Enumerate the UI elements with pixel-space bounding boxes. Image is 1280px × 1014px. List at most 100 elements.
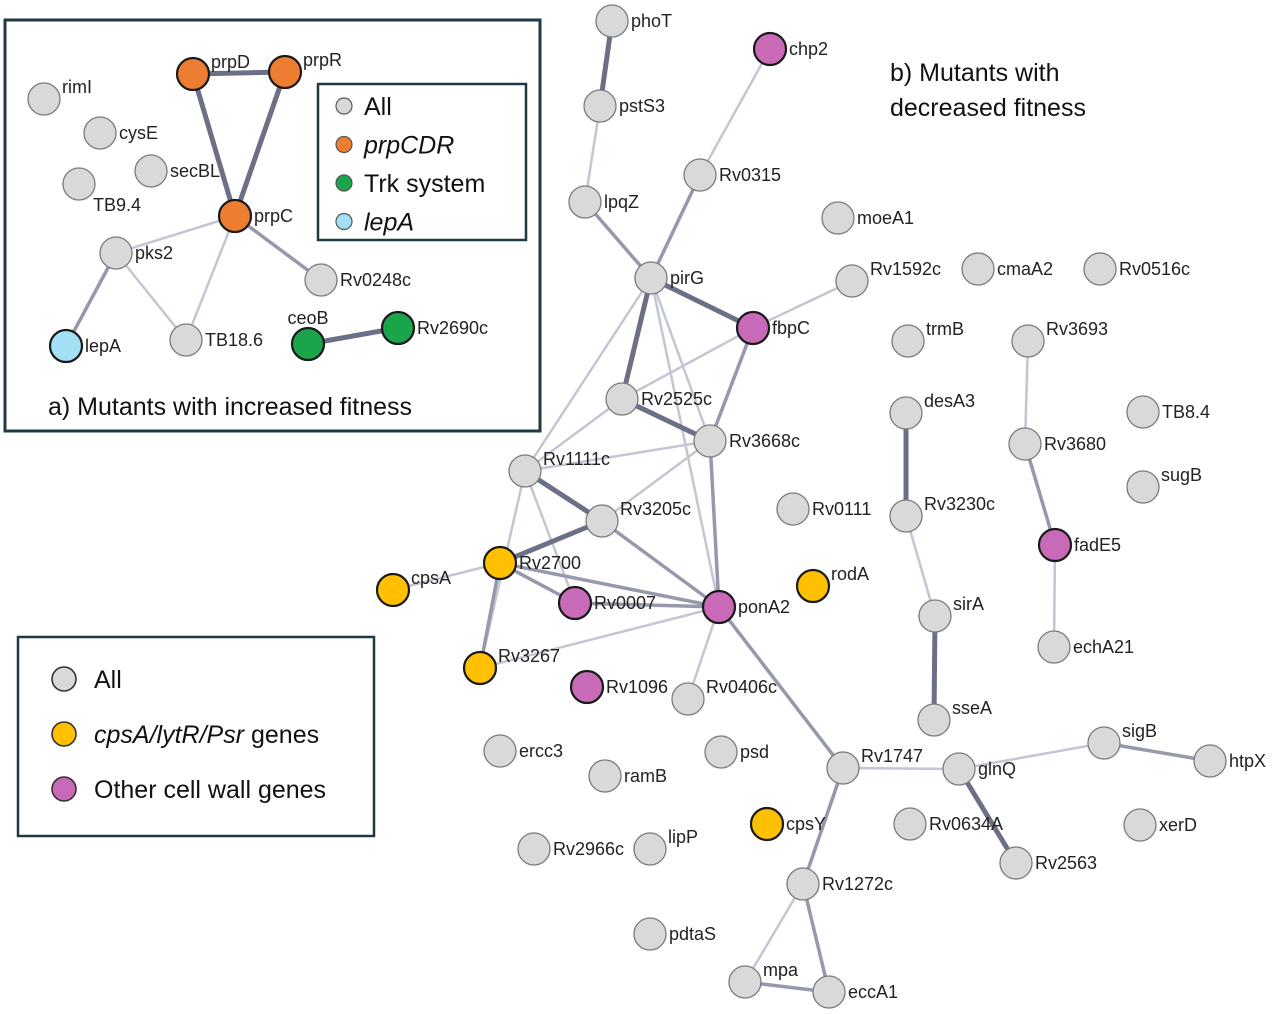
b-node-chp2: chp2 [752, 31, 828, 67]
a-node-circle-prpR [267, 54, 303, 90]
b-edge-Rv1747-Rv1272c [801, 766, 845, 886]
a-node-circle-secBL [134, 154, 168, 188]
b-node-circle-Rv3267 [462, 650, 498, 686]
b-edge-Rv1111c-Rv0007 [523, 469, 577, 605]
b-node-TB8.4: TB8.4 [1126, 395, 1210, 429]
b-edge-fbpC-Rv3668c [708, 326, 755, 443]
a-node-secBL: secBL [134, 154, 220, 188]
a-edge-pks2-lepA [64, 251, 118, 348]
b-node-label-Rv3693: Rv3693 [1046, 319, 1108, 339]
b-edge-glnQ-sigB [957, 741, 1106, 771]
legend-b-swatch-1 [51, 721, 77, 747]
a-node-label-TB18.6: TB18.6 [205, 330, 263, 350]
a-node-prpD: prpD [175, 52, 250, 92]
legend-a-label-0: All [364, 93, 392, 121]
legend-a-label-3: lepA [364, 209, 414, 237]
b-node-label-htpX: htpX [1229, 751, 1266, 771]
a-node-label-cysE: cysE [119, 123, 158, 143]
b-node-circle-Rv1592c [835, 264, 869, 298]
b-node-label-fbpC: fbpC [772, 318, 810, 338]
a-node-prpR: prpR [267, 50, 342, 90]
a-node-label-secBL: secBL [170, 161, 220, 181]
b-node-circle-Rv0111 [776, 492, 810, 526]
b-node-circle-lipP [633, 832, 667, 866]
a-node-circle-prpC [217, 198, 253, 234]
b-edge-lpqZ-pirG [583, 200, 653, 280]
b-node-label-mpa: mpa [763, 960, 799, 980]
b-node-Rv0634A: Rv0634A [893, 807, 1003, 841]
a-node-circle-pks2 [99, 236, 133, 270]
b-node-pstS3: pstS3 [583, 89, 665, 123]
b-node-rodA: rodA [795, 564, 869, 604]
b-node-label-eccA1: eccA1 [848, 982, 898, 1002]
b-node-circle-Rv3205c [585, 504, 619, 538]
b-node-Rv1096: Rv1096 [569, 669, 668, 705]
b-node-Rv0007: Rv0007 [557, 585, 656, 621]
legend-b-label-0: All [94, 666, 122, 694]
b-node-Rv2700: Rv2700 [482, 545, 581, 581]
b-node-circle-desA3 [889, 396, 923, 430]
panel-a-frame [3, 18, 542, 433]
b-node-label-ramB: ramB [624, 766, 667, 786]
b-node-label-Rv2525c: Rv2525c [641, 389, 712, 409]
b-edge-Rv3668c-ponA2 [708, 439, 721, 609]
b-node-label-Rv3668c: Rv3668c [729, 431, 800, 451]
b-node-circle-Rv0315 [683, 158, 717, 192]
b-edge-Rv3205c-ponA2 [600, 519, 721, 609]
b-edge-chp2-Rv0315 [698, 47, 772, 177]
b-node-label-xerD: xerD [1159, 815, 1197, 835]
b-node-Rv1592c: Rv1592c [835, 259, 941, 298]
b-node-circle-ramB [588, 759, 622, 793]
a-node-Rv2690c: Rv2690c [380, 310, 488, 346]
b-node-sigB: sigB [1087, 721, 1157, 760]
b-node-label-lpqZ: lpqZ [604, 192, 639, 212]
b-node-htpX: htpX [1193, 744, 1266, 778]
b-node-circle-Rv1747 [826, 751, 860, 785]
b-node-label-rodA: rodA [831, 564, 869, 584]
b-node-Rv2966c: Rv2966c [517, 832, 624, 866]
b-edge-pirG-fbpC [648, 275, 756, 331]
b-node-circle-Rv2525c [605, 382, 639, 416]
a-node-label-rimI: rimI [62, 77, 92, 97]
legend-a-swatch-0 [335, 97, 353, 115]
b-node-glnQ: glnQ [942, 752, 1016, 786]
b-edge-Rv1747-glnQ [841, 766, 961, 771]
b-node-Rv0516c: Rv0516c [1083, 252, 1190, 286]
b-node-circle-Rv0634A [893, 807, 927, 841]
b-node-circle-Rv2563 [999, 846, 1033, 880]
b-node-fbpC: fbpC [735, 310, 810, 346]
b-edge-Rv3230c-sirA [904, 514, 937, 618]
a-edge-prpC-pks2 [114, 214, 237, 255]
a-edge-prpC-Rv0248c [233, 214, 323, 282]
b-node-label-cmaA2: cmaA2 [997, 259, 1053, 279]
panel-b-caption-line2: decreased fitness [890, 94, 1086, 122]
b-node-label-TB8.4: TB8.4 [1162, 402, 1210, 422]
b-node-mpa: mpa [728, 960, 799, 999]
b-node-label-Rv2700: Rv2700 [519, 553, 581, 573]
b-node-circle-cpsY [749, 806, 785, 842]
panel-a-caption: a) Mutants with increased fitness [48, 393, 412, 421]
b-node-label-Rv1592c: Rv1592c [870, 259, 941, 279]
b-node-Rv0406c: Rv0406c [671, 677, 777, 716]
a-node-label-pks2: pks2 [135, 243, 173, 263]
b-node-cmaA2: cmaA2 [961, 252, 1053, 286]
b-node-circle-pstS3 [583, 89, 617, 123]
b-edge-Rv0315-pirG [649, 173, 702, 280]
b-node-lipP: lipP [633, 827, 698, 866]
b-node-circle-fadE5 [1037, 527, 1073, 563]
a-edge-prpR-prpC [232, 69, 288, 219]
b-node-label-ercc3: ercc3 [519, 741, 563, 761]
b-node-circle-Rv3693 [1011, 324, 1045, 358]
b-node-label-sseA: sseA [952, 698, 992, 718]
b-node-label-moeA1: moeA1 [857, 208, 914, 228]
b-edge-sigB-htpX [1102, 741, 1212, 763]
b-node-label-pstS3: pstS3 [619, 96, 665, 116]
a-node-circle-TB9.4 [62, 167, 96, 201]
b-node-circle-cmaA2 [961, 252, 995, 286]
b-node-circle-sirA [918, 599, 952, 633]
a-node-circle-ceoB [290, 326, 326, 362]
b-node-label-Rv0315: Rv0315 [719, 165, 781, 185]
b-node-circle-cpsA [375, 572, 411, 608]
